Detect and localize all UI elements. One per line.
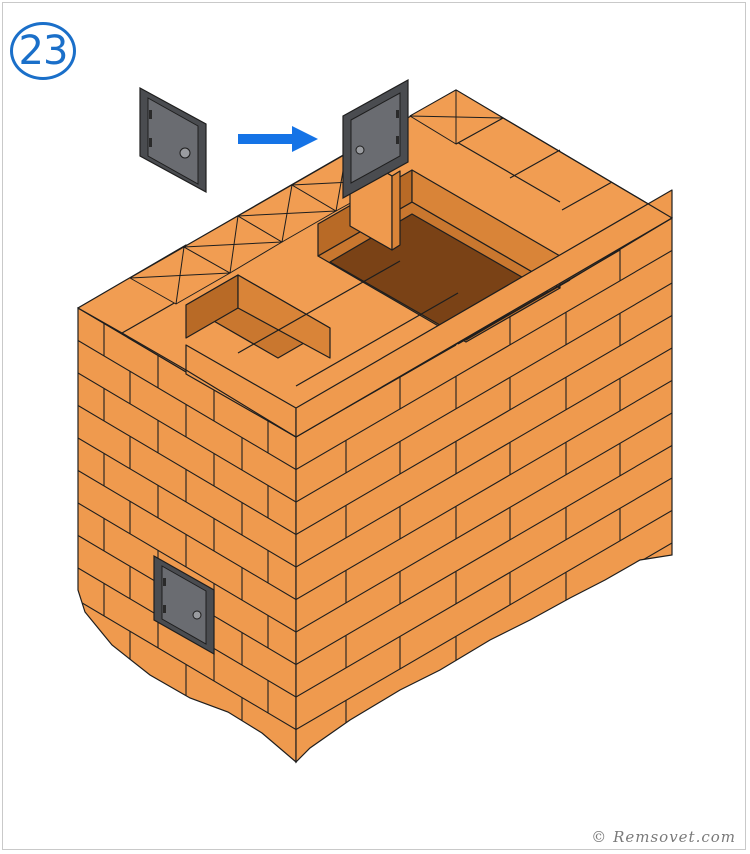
right-arrow-icon xyxy=(238,126,318,152)
brick-joint xyxy=(78,600,296,730)
door-knob-icon xyxy=(192,610,202,620)
brick-joint xyxy=(296,315,672,535)
brick-joint xyxy=(296,282,672,503)
stove-top-course xyxy=(77,89,673,438)
brick-joint xyxy=(296,250,672,470)
brick-joint xyxy=(296,477,672,698)
brick-joint xyxy=(78,470,296,600)
cross-marked-bricks xyxy=(129,89,504,305)
door-knob-icon xyxy=(355,145,365,155)
stove-door-icon xyxy=(139,86,207,194)
brick-joint xyxy=(296,445,672,665)
step-number-badge: 23 xyxy=(10,22,76,80)
brick-joint xyxy=(78,763,296,854)
brick-joint xyxy=(78,340,296,470)
fire-door-installed xyxy=(342,78,409,200)
brick-joint xyxy=(296,380,672,600)
source-credit: © Remsovet.com xyxy=(591,828,736,846)
brick-joint xyxy=(296,510,672,730)
ash-chamber-cavity xyxy=(185,274,331,359)
brick-joint xyxy=(78,405,296,535)
step-number: 23 xyxy=(18,28,69,74)
brick-joint xyxy=(78,502,296,633)
brick-joint xyxy=(78,372,296,503)
door-knob-icon xyxy=(179,147,191,159)
ash-pit-door xyxy=(153,554,215,656)
brick-joint xyxy=(78,730,296,762)
brick-joint xyxy=(296,347,672,568)
brick-joint xyxy=(78,437,296,568)
brick-joint xyxy=(296,412,672,633)
